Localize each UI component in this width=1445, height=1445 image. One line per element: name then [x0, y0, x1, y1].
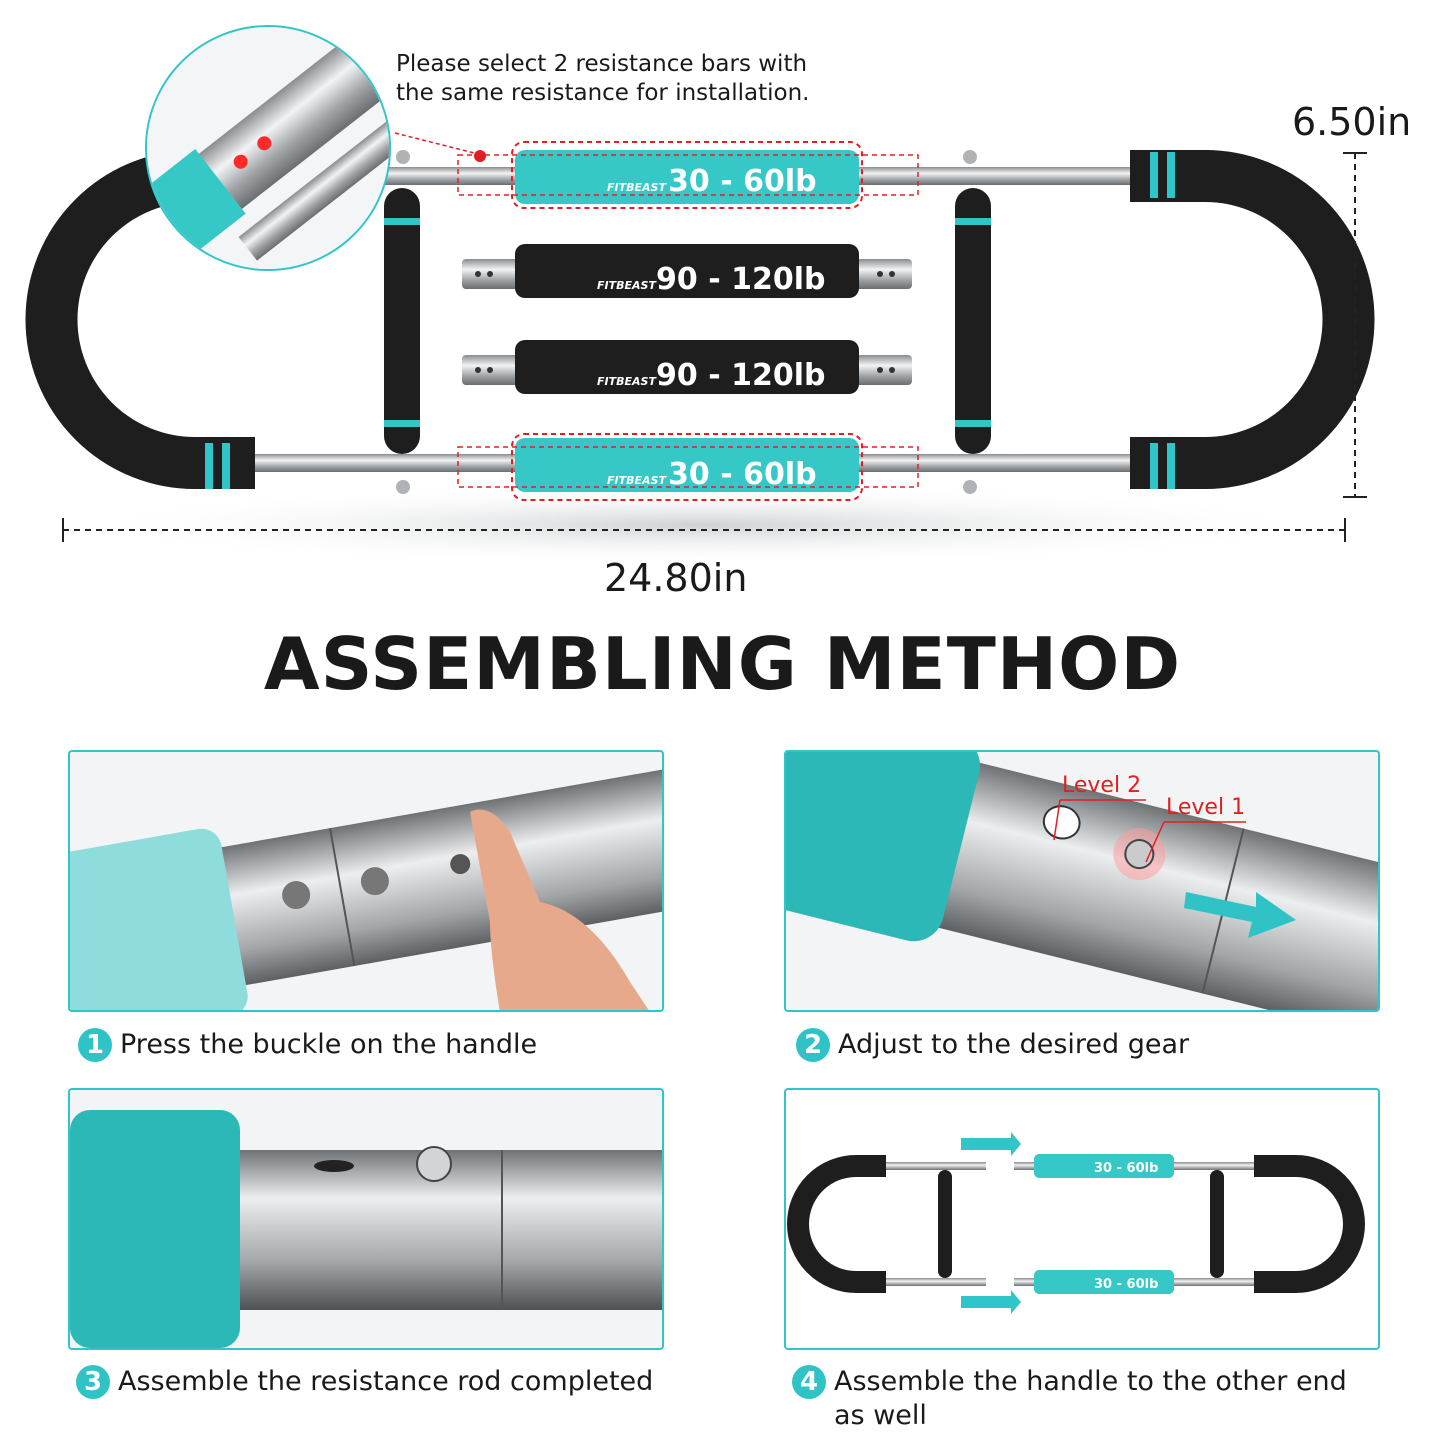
height-dimension: 6.50in — [1292, 100, 1412, 144]
bar-label: 90 - 120lb — [656, 358, 825, 393]
bar-brand: FITBEAST — [597, 279, 657, 292]
note-line-1: Please select 2 resistance bars with — [396, 51, 808, 77]
resistance-bar-30-60-top — [515, 150, 859, 204]
step-number: 4 — [792, 1365, 826, 1399]
arrow-icon — [961, 1132, 1021, 1156]
arrow-icon — [961, 1290, 1021, 1314]
bar-brand: FITBEAST — [597, 375, 657, 388]
step-3-image — [68, 1088, 664, 1350]
step-text: Assemble the resistance rod completed — [118, 1366, 654, 1397]
bar-label: 90 - 120lb — [656, 262, 825, 297]
step-text: Adjust to the desired gear — [838, 1029, 1190, 1060]
right-foam-grip — [1130, 150, 1375, 489]
step-2-image: Level 2 Level 1 — [784, 750, 1380, 1012]
resistance-bar-90-120-a — [515, 244, 859, 298]
step-text: Press the buckle on the handle — [120, 1029, 538, 1060]
bar-label: 30 - 60lb — [668, 164, 817, 199]
step-number: 3 — [76, 1365, 110, 1399]
step-4-caption: 4 Assemble the handle to the other end a… — [792, 1365, 1352, 1433]
left-foam-grip — [25, 150, 255, 489]
step-3-caption: 3 Assemble the resistance rod completed — [76, 1365, 653, 1399]
bar-label-small: 30 - 60lb — [1094, 1161, 1158, 1176]
step-2-caption: 2 Adjust to the desired gear — [796, 1028, 1189, 1062]
finger-icon — [470, 809, 649, 1010]
step-number: 2 — [796, 1028, 830, 1062]
step-1-image — [68, 750, 664, 1012]
step-1-caption: 1 Press the buckle on the handle — [78, 1028, 537, 1062]
step-4-image: 30 - 60lb 30 - 60lb — [784, 1088, 1380, 1350]
bar-label: 30 - 60lb — [668, 457, 817, 492]
bar-label-small: 30 - 60lb — [1094, 1277, 1158, 1292]
section-title: ASSEMBLING METHOD — [263, 622, 1182, 706]
bar-brand: FITBEAST — [607, 474, 667, 487]
width-dimension: 24.80in — [604, 556, 748, 600]
insert-arrow-icon — [1184, 892, 1296, 938]
bar-brand: FITBEAST — [607, 181, 667, 194]
level-2-label: Level 2 — [1062, 773, 1141, 798]
resistance-bar-30-60-bottom — [515, 438, 859, 492]
step-number: 1 — [78, 1028, 112, 1062]
level-1-label: Level 1 — [1166, 795, 1245, 820]
note-line-2: the same resistance for installation. — [396, 80, 810, 106]
step-text: Assemble the handle to the other end as … — [834, 1366, 1347, 1431]
resistance-bar-90-120-b — [515, 340, 859, 394]
product-illustration: FITBEAST 30 - 60lb FITBEAST 90 - 120lb F… — [25, 25, 1375, 565]
installation-note: Please select 2 resistance bars with the… — [396, 50, 916, 108]
